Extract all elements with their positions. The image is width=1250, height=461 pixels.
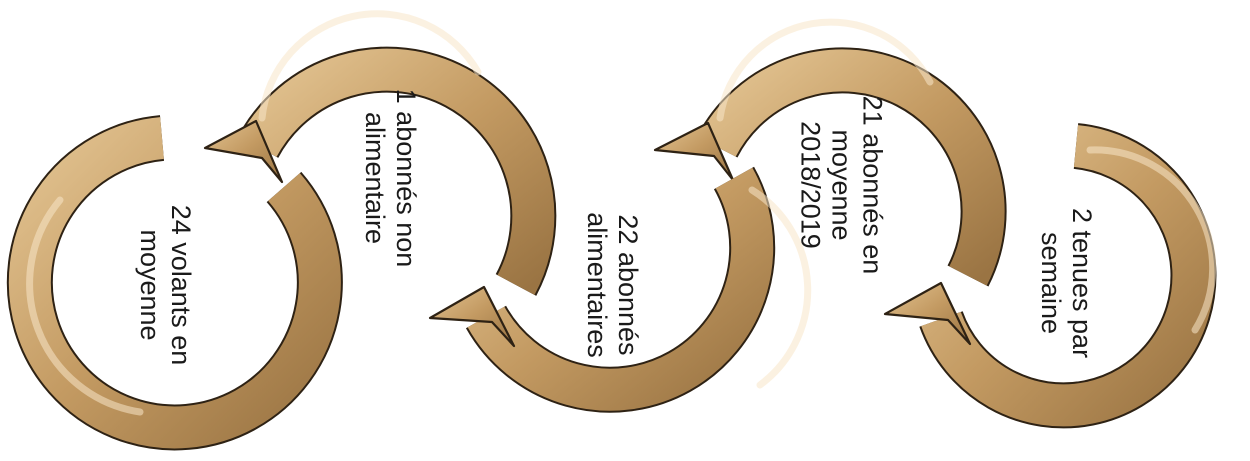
step-2-label: 21 abonnés en moyenne 2018/2019 [795, 96, 888, 275]
step-4-label: 1 abonnés non alimentaire [359, 89, 421, 268]
step-3-label: 22 abonnés alimentaires [581, 212, 643, 358]
step-1-label: 2 tenues par semaine [1035, 208, 1097, 358]
step-5-label: 24 volants en moyenne [134, 205, 196, 366]
